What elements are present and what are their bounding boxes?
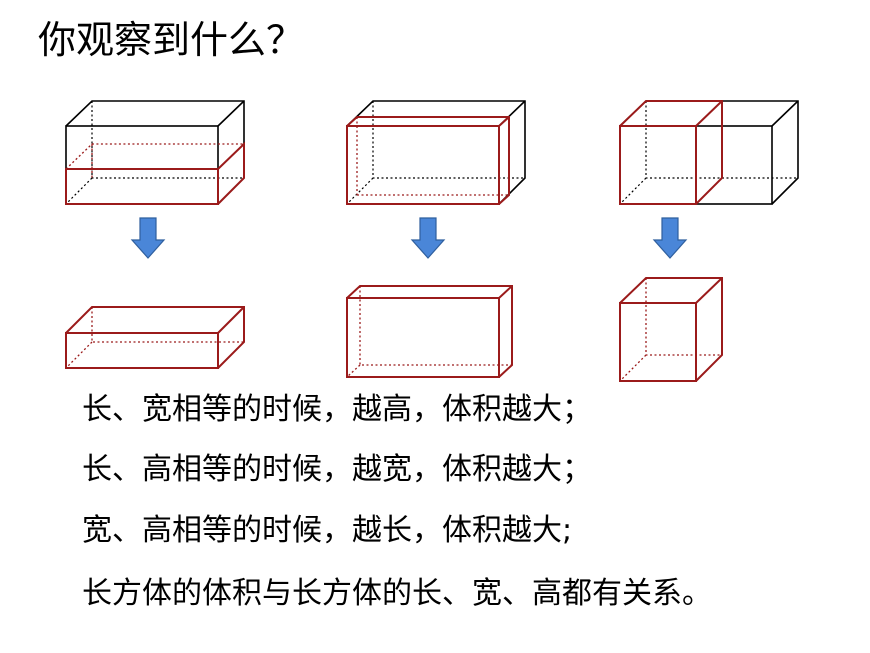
statement-width-height: 宽、高相等的时候，越长，体积越大; xyxy=(82,513,573,548)
down-arrow-icon xyxy=(410,217,446,259)
cuboid-3-full xyxy=(619,100,799,205)
cuboid-3-result xyxy=(619,277,723,382)
cuboid-1-full xyxy=(65,100,245,205)
cuboid-2-result xyxy=(346,285,513,378)
down-arrow-icon xyxy=(130,217,166,259)
down-arrow-icon xyxy=(652,217,688,259)
statement-length-height: 长、高相等的时候，越宽，体积越大； xyxy=(82,452,592,487)
statement-length-width: 长、宽相等的时候，越高，体积越大； xyxy=(82,392,592,427)
cuboid-2-full xyxy=(346,100,526,205)
page-title: 你观察到什么？ xyxy=(38,18,305,62)
statement-conclusion: 长方体的体积与长方体的长、宽、高都有关系。 xyxy=(82,576,712,611)
cuboid-1-result xyxy=(65,306,245,369)
